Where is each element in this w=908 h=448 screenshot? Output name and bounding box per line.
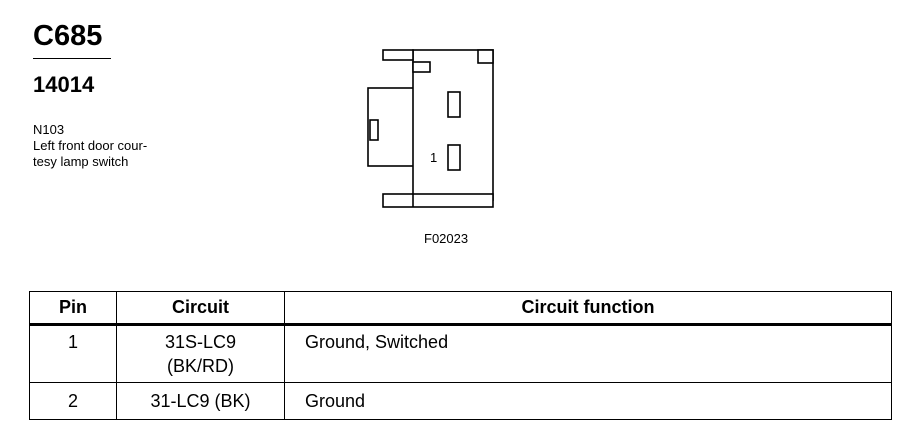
- pin-cavity-2: [447, 91, 461, 118]
- function-cell: Ground, Switched: [284, 324, 892, 383]
- function-cell: Ground: [284, 382, 892, 420]
- pin-table: Pin Circuit Circuit function 1 31S-LC9 (…: [29, 291, 892, 420]
- connector-id: C685: [33, 20, 103, 52]
- connector-description: N103 Left front door cour- tesy lamp swi…: [33, 122, 147, 170]
- figure-code: F02023: [424, 231, 469, 246]
- connector-housing: [412, 49, 494, 201]
- pin-cell: 1: [29, 324, 117, 383]
- connector-diagram: 1: [367, 49, 494, 208]
- column-header-pin: Pin: [29, 291, 117, 326]
- column-header-function: Circuit function: [284, 291, 892, 326]
- description-line: tesy lamp switch: [33, 154, 129, 169]
- housing-top-right-tab: [477, 49, 494, 64]
- column-header-circuit: Circuit: [116, 291, 285, 326]
- housing-top-rail: [382, 49, 414, 61]
- circuit-cell: 31S-LC9 (BK/RD): [116, 324, 285, 383]
- circuit-cell: 31-LC9 (BK): [116, 382, 285, 420]
- table-row: 2 31-LC9 (BK) Ground: [29, 382, 892, 420]
- table-header-row: Pin Circuit Circuit function: [29, 291, 892, 326]
- circuit-line: 31-LC9 (BK): [150, 391, 251, 411]
- latch-tab: [369, 119, 379, 141]
- part-number: 14014: [33, 72, 95, 97]
- housing-top-step: [412, 61, 431, 73]
- description-line: N103: [33, 122, 65, 137]
- title-divider: [33, 58, 111, 59]
- pin-1-label: 1: [430, 150, 437, 165]
- description-line: Left front door cour-: [33, 138, 148, 153]
- circuit-line: 31S-LC9: [164, 332, 237, 352]
- pin-cell: 2: [29, 382, 117, 420]
- housing-bottom-rail: [382, 193, 494, 208]
- pin-cavity-1: [447, 144, 461, 171]
- table-row: 1 31S-LC9 (BK/RD) Ground, Switched: [29, 324, 892, 383]
- circuit-line: (BK/RD): [167, 356, 234, 376]
